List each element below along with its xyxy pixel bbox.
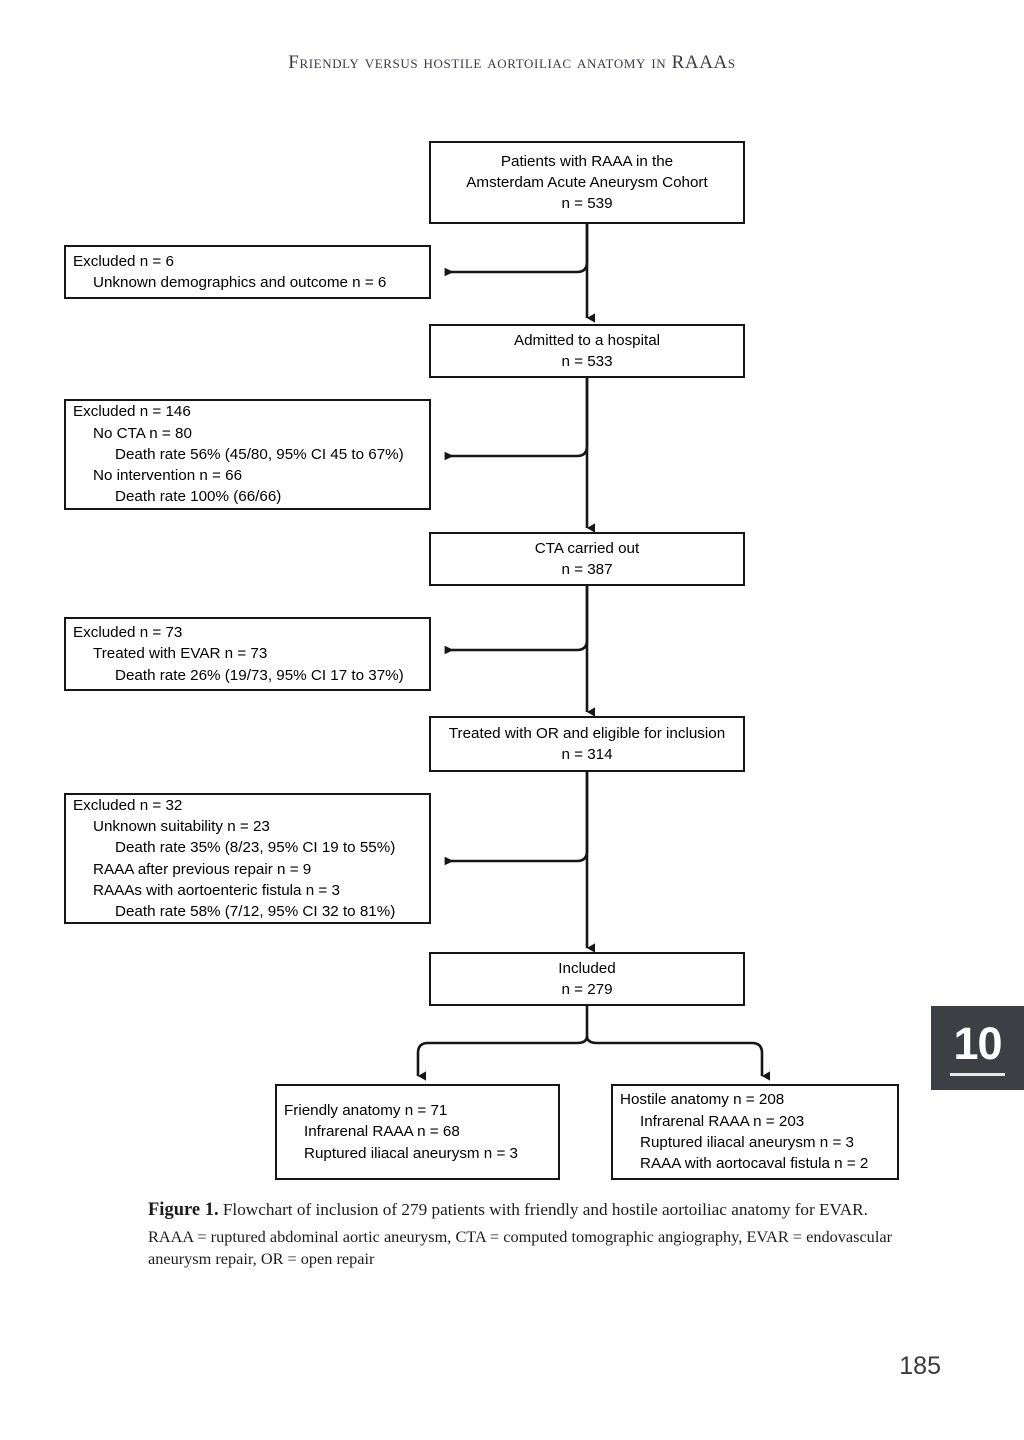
chapter-tab: 10 [931, 1006, 1024, 1090]
node-cohort: Patients with RAAA in the Amsterdam Acut… [429, 141, 745, 224]
node-admitted-line2: n = 533 [561, 353, 613, 370]
node-excluded-3-line1: Excluded n = 73 [73, 624, 183, 642]
node-hostile-line1: Hostile anatomy n = 208 [620, 1091, 785, 1109]
node-excluded-2: Excluded n = 146 No CTA n = 80 Death rat… [64, 399, 431, 510]
node-cta: CTA carried out n = 387 [429, 532, 745, 586]
node-friendly-line3: Ruptured iliacal aneurysm n = 3 [304, 1144, 519, 1162]
node-hostile-line2: Infrarenal RAAA n = 203 [640, 1112, 805, 1130]
node-hostile-anatomy: Hostile anatomy n = 208 Infrarenal RAAA … [611, 1084, 899, 1180]
node-excluded-1: Excluded n = 6 Unknown demographics and … [64, 245, 431, 299]
node-excluded-4-line1: Excluded n = 32 [73, 796, 183, 814]
node-admitted: Admitted to a hospital n = 533 [429, 324, 745, 378]
node-excluded-4-line4: RAAA after previous repair n = 9 [93, 860, 312, 878]
node-included: Included n = 279 [429, 952, 745, 1006]
figure-label: Figure 1. [148, 1200, 219, 1220]
node-friendly-anatomy: Friendly anatomy n = 71 Infrarenal RAAA … [275, 1084, 560, 1180]
page-number: 185 [899, 1352, 941, 1380]
node-excluded-4-line6: Death rate 58% (7/12, 95% CI 32 to 81%) [115, 903, 396, 921]
figure-caption: Figure 1. Flowchart of inclusion of 279 … [148, 1198, 892, 1269]
node-excluded-4-line5: RAAAs with aortoenteric fistula n = 3 [93, 881, 340, 899]
node-included-line2: n = 279 [561, 981, 613, 998]
chapter-tab-number: 10 [953, 1017, 1002, 1069]
node-excluded-4-line2: Unknown suitability n = 23 [93, 817, 270, 835]
node-excluded-4-line3: Death rate 35% (8/23, 95% CI 19 to 55%) [115, 839, 396, 857]
node-friendly-line1: Friendly anatomy n = 71 [284, 1102, 448, 1120]
running-head: Friendly versus hostile aortoiliac anato… [288, 52, 736, 73]
node-excluded-2-line3: Death rate 56% (45/80, 95% CI 45 to 67%) [115, 445, 404, 463]
node-or-eligible-line2: n = 314 [561, 746, 613, 763]
node-cohort-line2: Amsterdam Acute Aneurysm Cohort [466, 173, 708, 191]
node-friendly-line2: Infrarenal RAAA n = 68 [304, 1123, 460, 1141]
node-excluded-3-line2: Treated with EVAR n = 73 [93, 645, 268, 663]
flowchart-connectors [416, 224, 770, 1081]
chapter-tab-rule [950, 1072, 1005, 1076]
node-or-eligible: Treated with OR and eligible for inclusi… [429, 716, 745, 772]
node-excluded-2-line2: No CTA n = 80 [93, 424, 192, 442]
node-excluded-1-line2: Unknown demographics and outcome n = 6 [93, 274, 387, 291]
node-included-line1: Included [558, 959, 616, 977]
node-cohort-line1: Patients with RAAA in the [500, 152, 674, 170]
node-cohort-line3: n = 539 [561, 195, 613, 213]
node-excluded-3-line3: Death rate 26% (19/73, 95% CI 17 to 37%) [115, 666, 404, 684]
figure-abbreviations: RAAA = ruptured abdominal aortic aneurys… [148, 1227, 892, 1268]
node-or-eligible-line1: Treated with OR and eligible for inclusi… [448, 724, 726, 742]
node-excluded-3: Excluded n = 73 Treated with EVAR n = 73… [64, 617, 431, 691]
node-admitted-line1: Admitted to a hospital [513, 331, 661, 349]
node-excluded-4: Excluded n = 32 Unknown suitability n = … [64, 793, 431, 924]
flowchart: Patients with RAAA in the Amsterdam Acut… [64, 141, 899, 1180]
node-cta-line2: n = 387 [561, 561, 613, 578]
node-excluded-2-line5: Death rate 100% (66/66) [115, 488, 282, 506]
node-excluded-2-line1: Excluded n = 146 [73, 403, 191, 421]
node-cta-line1: CTA carried out [534, 539, 640, 557]
node-hostile-line4: RAAA with aortocaval fistula n = 2 [640, 1155, 869, 1173]
node-excluded-2-line4: No intervention n = 66 [93, 467, 243, 485]
node-hostile-line3: Ruptured iliacal aneurysm n = 3 [640, 1134, 855, 1151]
figure-caption-text: Flowchart of inclusion of 279 patients w… [218, 1200, 868, 1219]
node-excluded-1-line1: Excluded n = 6 [73, 252, 174, 270]
